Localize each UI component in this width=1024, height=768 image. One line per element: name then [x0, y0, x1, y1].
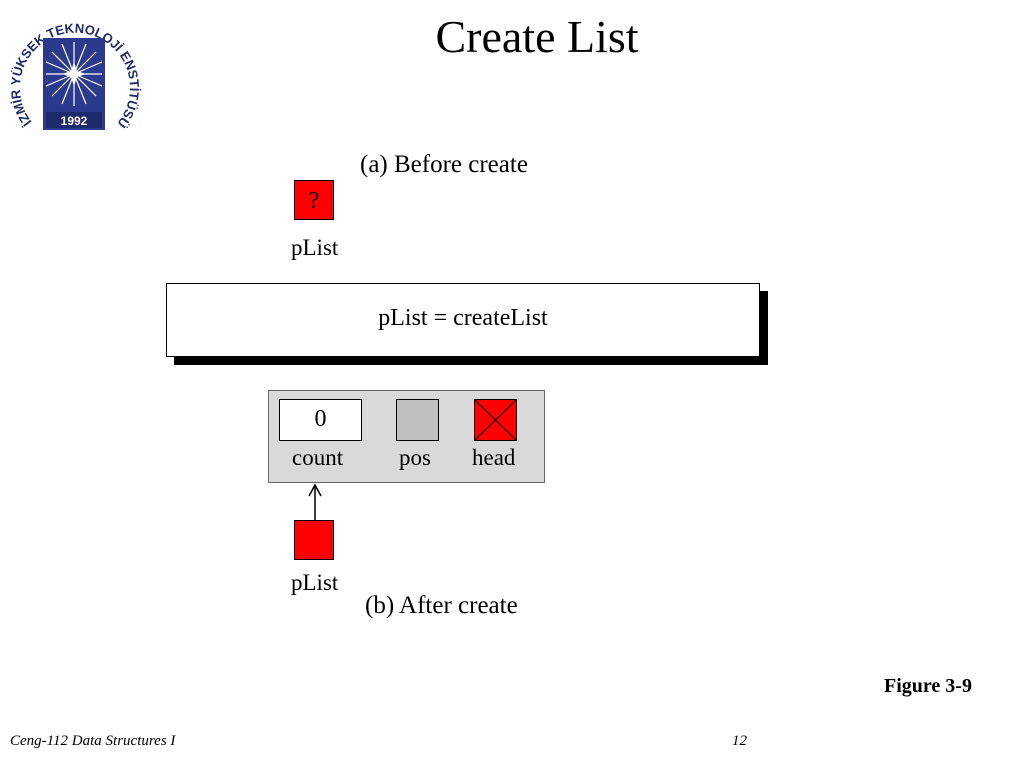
figure-label: Figure 3-9: [884, 675, 972, 697]
operation-box: pList = createList: [166, 283, 760, 357]
caption-after-create: (b) After create: [365, 592, 518, 619]
field-head-label: head: [472, 445, 516, 470]
institute-logo: İZMİR YÜKSEK TEKNOLOJİ ENSTİTÜSÜ 1992: [8, 21, 142, 131]
pointer-label-before: pList: [291, 235, 339, 260]
pointer-box-uninitialized: ?: [294, 180, 334, 220]
pointer-label-after: pList: [291, 570, 339, 595]
logo-star-core: [62, 62, 86, 86]
pointer-arrow: [308, 483, 322, 520]
slide-title: Create List: [435, 11, 639, 62]
field-head-box: [474, 399, 517, 441]
footer-page-number: 12: [732, 733, 747, 749]
null-pointer-icon: [475, 400, 516, 440]
logo-year: 1992: [61, 114, 88, 128]
operation-text: pList = createList: [378, 305, 548, 331]
list-header-node: 0 count pos head: [268, 390, 545, 483]
logo-year-band: [46, 112, 102, 128]
field-count-box: 0: [279, 399, 362, 441]
field-count-label: count: [292, 445, 344, 470]
pointer-box-after: [294, 520, 334, 560]
caption-before-create: (a) Before create: [360, 151, 528, 178]
footer-course: Ceng-112 Data Structures I: [10, 733, 176, 749]
field-pos-box: [396, 399, 439, 441]
field-pos-label: pos: [399, 445, 431, 470]
